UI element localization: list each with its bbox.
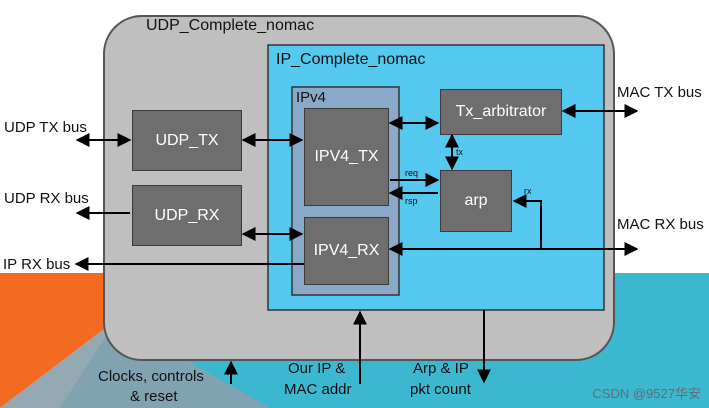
clocks-label-line2: & reset [130, 388, 178, 405]
udp-tx-bus-label: UDP TX bus [4, 119, 87, 136]
our-ip-label-line1: Our IP & [288, 360, 346, 377]
arp-block: arp [440, 170, 512, 232]
grey-bottom-triangle [0, 320, 270, 408]
rx-signal-label: rx [524, 186, 532, 196]
ipv4-tx-block: IPV4_TX [304, 108, 389, 206]
tx-signal-label: tx [456, 147, 464, 157]
watermark: CSDN @9527华安 [592, 386, 701, 401]
udp-rx-bus-label: UDP RX bus [4, 190, 89, 207]
our-ip-label-line2: MAC addr [284, 381, 352, 398]
clocks-label-line1: Clocks, controls [98, 368, 204, 385]
ip-complete-title: IP_Complete_nomac [276, 51, 426, 68]
outer-module-title: UDP_Complete_nomac [146, 17, 315, 34]
arp-count-label-line2: pkt count [410, 381, 471, 398]
udp-tx-block: UDP_TX [132, 110, 242, 171]
ipv4-title: IPv4 [296, 89, 327, 106]
ip-rx-bus-label: IP RX bus [3, 256, 71, 273]
rsp-signal-label: rsp [405, 196, 418, 206]
req-signal-label: req [405, 168, 419, 178]
tx-arbitrator-block: Tx_arbitrator [440, 89, 562, 135]
arp-count-label-line1: Arp & IP [413, 360, 469, 377]
mac-tx-bus-label: MAC TX bus [617, 84, 702, 101]
orange-background-band [0, 273, 116, 408]
mac-rx-bus-label: MAC RX bus [617, 216, 704, 233]
rx-to-arp-arrow [512, 194, 542, 249]
ipv4-rx-block: IPV4_RX [304, 217, 389, 285]
udp-rx-block: UDP_RX [132, 185, 242, 246]
